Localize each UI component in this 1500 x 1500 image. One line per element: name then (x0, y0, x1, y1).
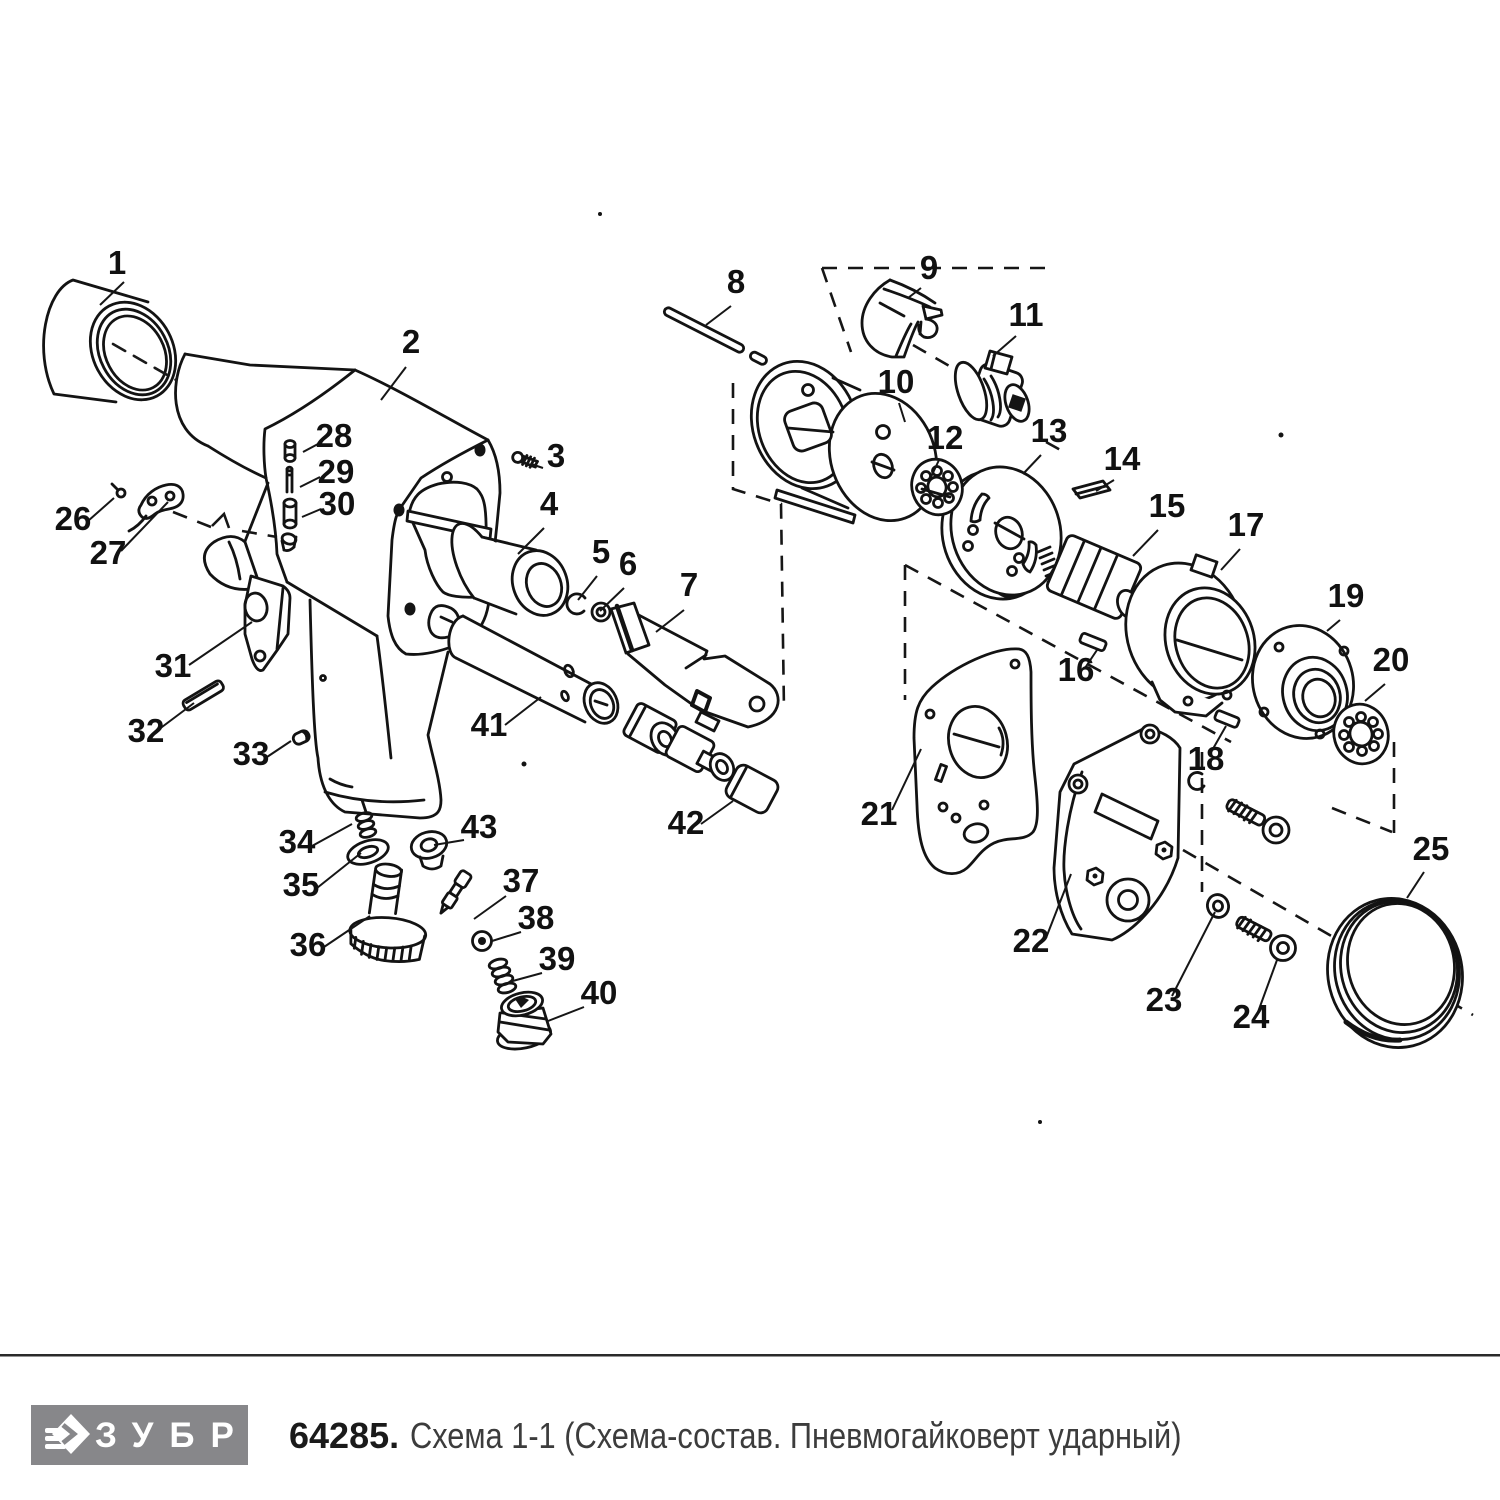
svg-text:8: 8 (727, 263, 745, 300)
svg-text:41: 41 (471, 706, 508, 743)
svg-text:17: 17 (1228, 506, 1265, 543)
svg-text:40: 40 (581, 974, 618, 1011)
svg-text:14: 14 (1104, 440, 1141, 477)
svg-text:34: 34 (279, 823, 316, 860)
svg-text:19: 19 (1328, 577, 1365, 614)
svg-text:23: 23 (1146, 981, 1183, 1018)
svg-text:29: 29 (318, 453, 355, 490)
svg-text:28: 28 (316, 417, 353, 454)
svg-text:22: 22 (1013, 922, 1050, 959)
svg-text:6: 6 (619, 545, 637, 582)
svg-text:43: 43 (461, 808, 498, 845)
svg-text:16: 16 (1058, 651, 1095, 688)
svg-text:21: 21 (861, 795, 898, 832)
svg-text:13: 13 (1031, 412, 1068, 449)
svg-text:15: 15 (1149, 487, 1186, 524)
svg-text:36: 36 (290, 926, 327, 963)
svg-text:37: 37 (503, 862, 540, 899)
svg-text:18: 18 (1188, 740, 1225, 777)
svg-text:11: 11 (1009, 296, 1044, 333)
svg-text:12: 12 (927, 419, 964, 456)
svg-text:42: 42 (668, 804, 705, 841)
svg-text:9: 9 (920, 249, 938, 286)
svg-text:ЗУБР: ЗУБР (95, 1416, 250, 1455)
svg-text:4: 4 (540, 485, 559, 522)
svg-text:24: 24 (1233, 998, 1270, 1035)
svg-text:1: 1 (108, 244, 126, 281)
svg-text:35: 35 (283, 866, 320, 903)
svg-text:7: 7 (680, 566, 698, 603)
svg-text:20: 20 (1373, 641, 1410, 678)
svg-text:39: 39 (539, 940, 576, 977)
svg-text:38: 38 (518, 899, 555, 936)
svg-text:31: 31 (155, 647, 192, 684)
svg-text:2: 2 (402, 323, 420, 360)
svg-text:30: 30 (319, 485, 356, 522)
svg-text:32: 32 (128, 712, 165, 749)
svg-text:25: 25 (1413, 830, 1450, 867)
svg-text:Схема 1-1 (Схема-состав. Пневм: Схема 1-1 (Схема-состав. Пневмогайковерт… (410, 1417, 1181, 1457)
svg-text:5: 5 (592, 533, 610, 570)
svg-text:27: 27 (90, 534, 127, 571)
svg-text:33: 33 (233, 735, 270, 772)
svg-text:64285.: 64285. (289, 1415, 399, 1456)
svg-text:26: 26 (55, 500, 92, 537)
svg-text:3: 3 (547, 437, 565, 474)
svg-text:10: 10 (878, 363, 915, 400)
